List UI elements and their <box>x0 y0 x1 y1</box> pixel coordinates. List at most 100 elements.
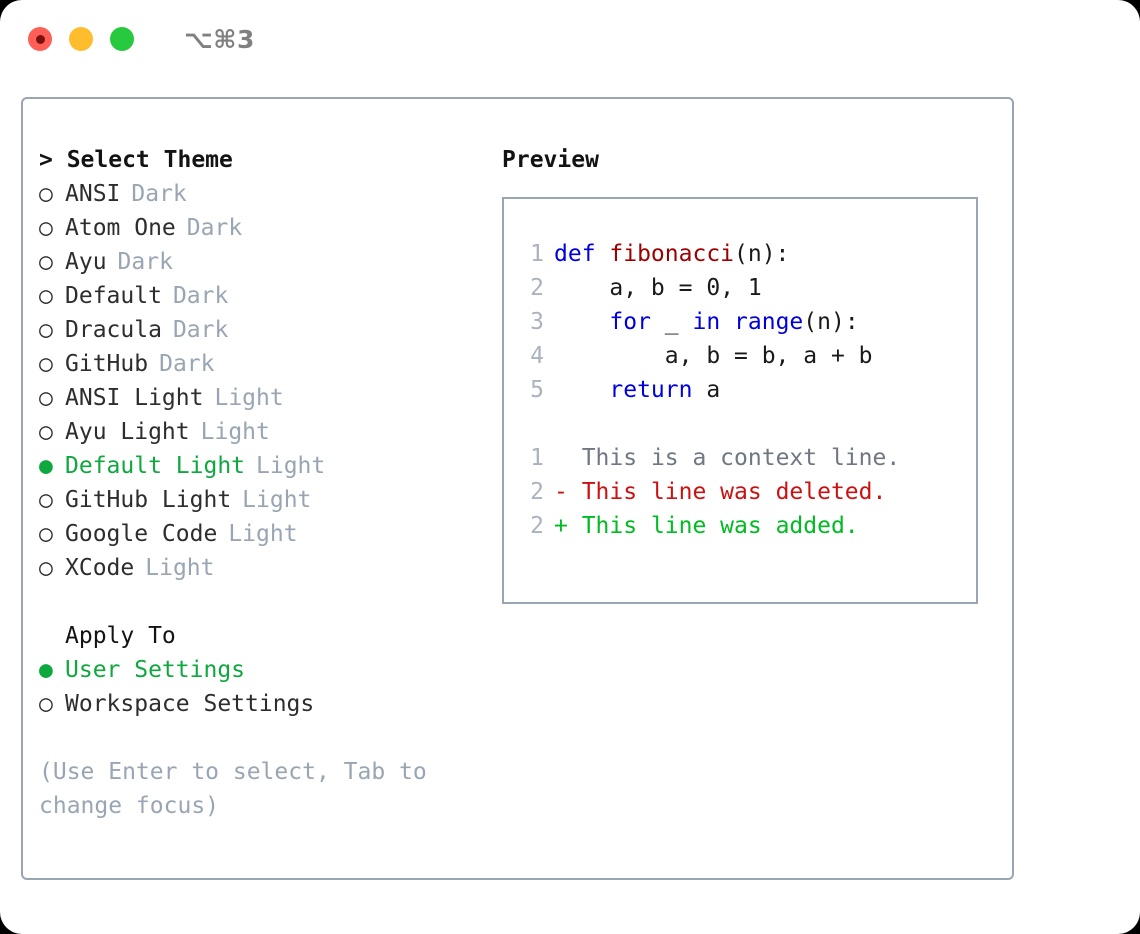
code-text: for _ in range(n): <box>554 305 859 339</box>
minimize-window-icon[interactable] <box>69 27 93 51</box>
theme-kind-badge: Light <box>242 487 312 513</box>
radio-unselected-icon[interactable]: ○ <box>39 283 53 309</box>
code-text: a, b = 0, 1 <box>554 271 761 305</box>
code-token-pl: (n): <box>803 309 859 335</box>
radio-selected-icon[interactable]: ● <box>39 657 53 683</box>
code-line: 4 a, b = b, a + b <box>516 339 976 373</box>
theme-option-ansi-light[interactable]: ○ ANSI Light Light <box>39 381 489 415</box>
diff-marker <box>554 441 568 475</box>
radio-unselected-icon[interactable]: ○ <box>39 317 53 343</box>
diff-line-added: 2 + This line was added. <box>516 509 976 543</box>
theme-option-ayu[interactable]: ○ Ayu Dark <box>39 245 489 279</box>
radio-unselected-icon[interactable]: ○ <box>39 487 53 513</box>
radio-unselected-icon[interactable]: ○ <box>39 419 53 445</box>
radio-selected-icon[interactable]: ● <box>39 453 53 479</box>
theme-name-label: Ayu Light <box>65 419 190 445</box>
apply-to-label: Workspace Settings <box>65 691 315 717</box>
line-number: 2 <box>530 513 544 539</box>
code-token-kw: range <box>734 309 804 335</box>
line-number: 1 <box>530 241 544 267</box>
code-line: 2 a, b = 0, 1 <box>516 271 976 305</box>
code-token-pl: a, b = b, a + b <box>554 343 873 369</box>
diff-line-context: 1 This is a context line. <box>516 441 976 475</box>
theme-kind-badge: Light <box>214 385 284 411</box>
diff-sample: 1 This is a context line.2- This line wa… <box>516 441 976 543</box>
radio-unselected-icon[interactable]: ○ <box>39 351 53 377</box>
code-text: a, b = b, a + b <box>554 339 873 373</box>
radio-unselected-icon[interactable]: ○ <box>39 691 53 717</box>
radio-unselected-icon[interactable]: ○ <box>39 385 53 411</box>
theme-option-ansi[interactable]: ○ ANSI Dark <box>39 177 489 211</box>
select-theme-header: > Select Theme <box>39 147 233 173</box>
diff-marker: + <box>554 513 568 539</box>
apply-to-option-user-settings[interactable]: ● User Settings <box>39 653 489 687</box>
theme-option-github[interactable]: ○ GitHub Dark <box>39 347 489 381</box>
code-token-kw: for <box>609 309 651 335</box>
traffic-light-group <box>28 27 134 51</box>
code-text: return a <box>554 373 720 407</box>
theme-name-label: ANSI Light <box>65 385 204 411</box>
theme-kind-badge: Light <box>200 419 270 445</box>
maximize-window-icon[interactable] <box>110 27 134 51</box>
theme-option-dracula[interactable]: ○ Dracula Dark <box>39 313 489 347</box>
code-line: 3 for _ in range(n): <box>516 305 976 339</box>
theme-kind-badge: Light <box>256 453 326 479</box>
theme-name-label: GitHub <box>65 351 149 377</box>
line-number: 4 <box>530 343 544 369</box>
preview-spacer <box>516 407 976 441</box>
radio-unselected-icon[interactable]: ○ <box>39 249 53 275</box>
code-token-pl: (n): <box>734 241 790 267</box>
code-token-pl <box>720 309 734 335</box>
code-line: 5 return a <box>516 373 976 407</box>
theme-name-label: Ayu <box>65 249 107 275</box>
theme-name-label: ANSI <box>65 181 121 207</box>
line-number: 2 <box>530 479 544 505</box>
code-line: 1 def fibonacci(n): <box>516 237 976 271</box>
radio-unselected-icon[interactable]: ○ <box>39 215 53 241</box>
line-number: 2 <box>530 275 544 301</box>
theme-name-label: Default <box>65 283 162 309</box>
theme-kind-badge: Dark <box>131 181 187 207</box>
code-token-pl: a <box>692 377 721 403</box>
code-token-kw: in <box>692 309 721 335</box>
theme-name-label: XCode <box>65 555 135 581</box>
theme-kind-badge: Dark <box>117 249 173 275</box>
code-token-fn: fibonacci <box>609 241 735 267</box>
close-window-icon[interactable] <box>28 27 52 51</box>
line-number: 5 <box>530 377 544 403</box>
apply-to-section: Apply To ●User Settings○Workspace Settin… <box>39 619 489 721</box>
radio-unselected-icon[interactable]: ○ <box>39 521 53 547</box>
diff-text: This line was added. <box>567 513 859 539</box>
code-token-pl <box>554 309 609 335</box>
diff-marker: - <box>554 479 568 505</box>
diff-text: This is a context line. <box>567 445 901 471</box>
keyboard-hint: (Use Enter to select, Tab to change focu… <box>39 759 427 819</box>
theme-option-ayu-light[interactable]: ○ Ayu Light Light <box>39 415 489 449</box>
apply-to-list[interactable]: ● User Settings ○ Workspace Settings <box>39 653 489 721</box>
theme-kind-badge: Dark <box>159 351 215 377</box>
theme-kind-badge: Dark <box>172 317 229 343</box>
diff-line-deleted: 2- This line was deleted. <box>516 475 976 509</box>
theme-name-label: GitHub Light <box>65 487 232 513</box>
line-number: 1 <box>530 445 544 471</box>
theme-option-github-light[interactable]: ○ GitHub Light Light <box>39 483 489 517</box>
theme-option-google-code[interactable]: ○ Google Code Light <box>39 517 489 551</box>
theme-kind-badge: Light <box>228 521 298 547</box>
theme-name-label: Google Code <box>65 521 218 547</box>
theme-name-label: Dracula <box>65 317 162 343</box>
code-text: def fibonacci(n): <box>554 237 789 271</box>
apply-to-label: User Settings <box>65 657 246 683</box>
code-token-pl: _ <box>650 309 693 335</box>
apply-to-option-workspace-settings[interactable]: ○ Workspace Settings <box>39 687 489 721</box>
window-titlebar: ⌥⌘3 <box>0 0 1140 78</box>
radio-unselected-icon[interactable]: ○ <box>39 555 53 581</box>
radio-unselected-icon[interactable]: ○ <box>39 181 53 207</box>
